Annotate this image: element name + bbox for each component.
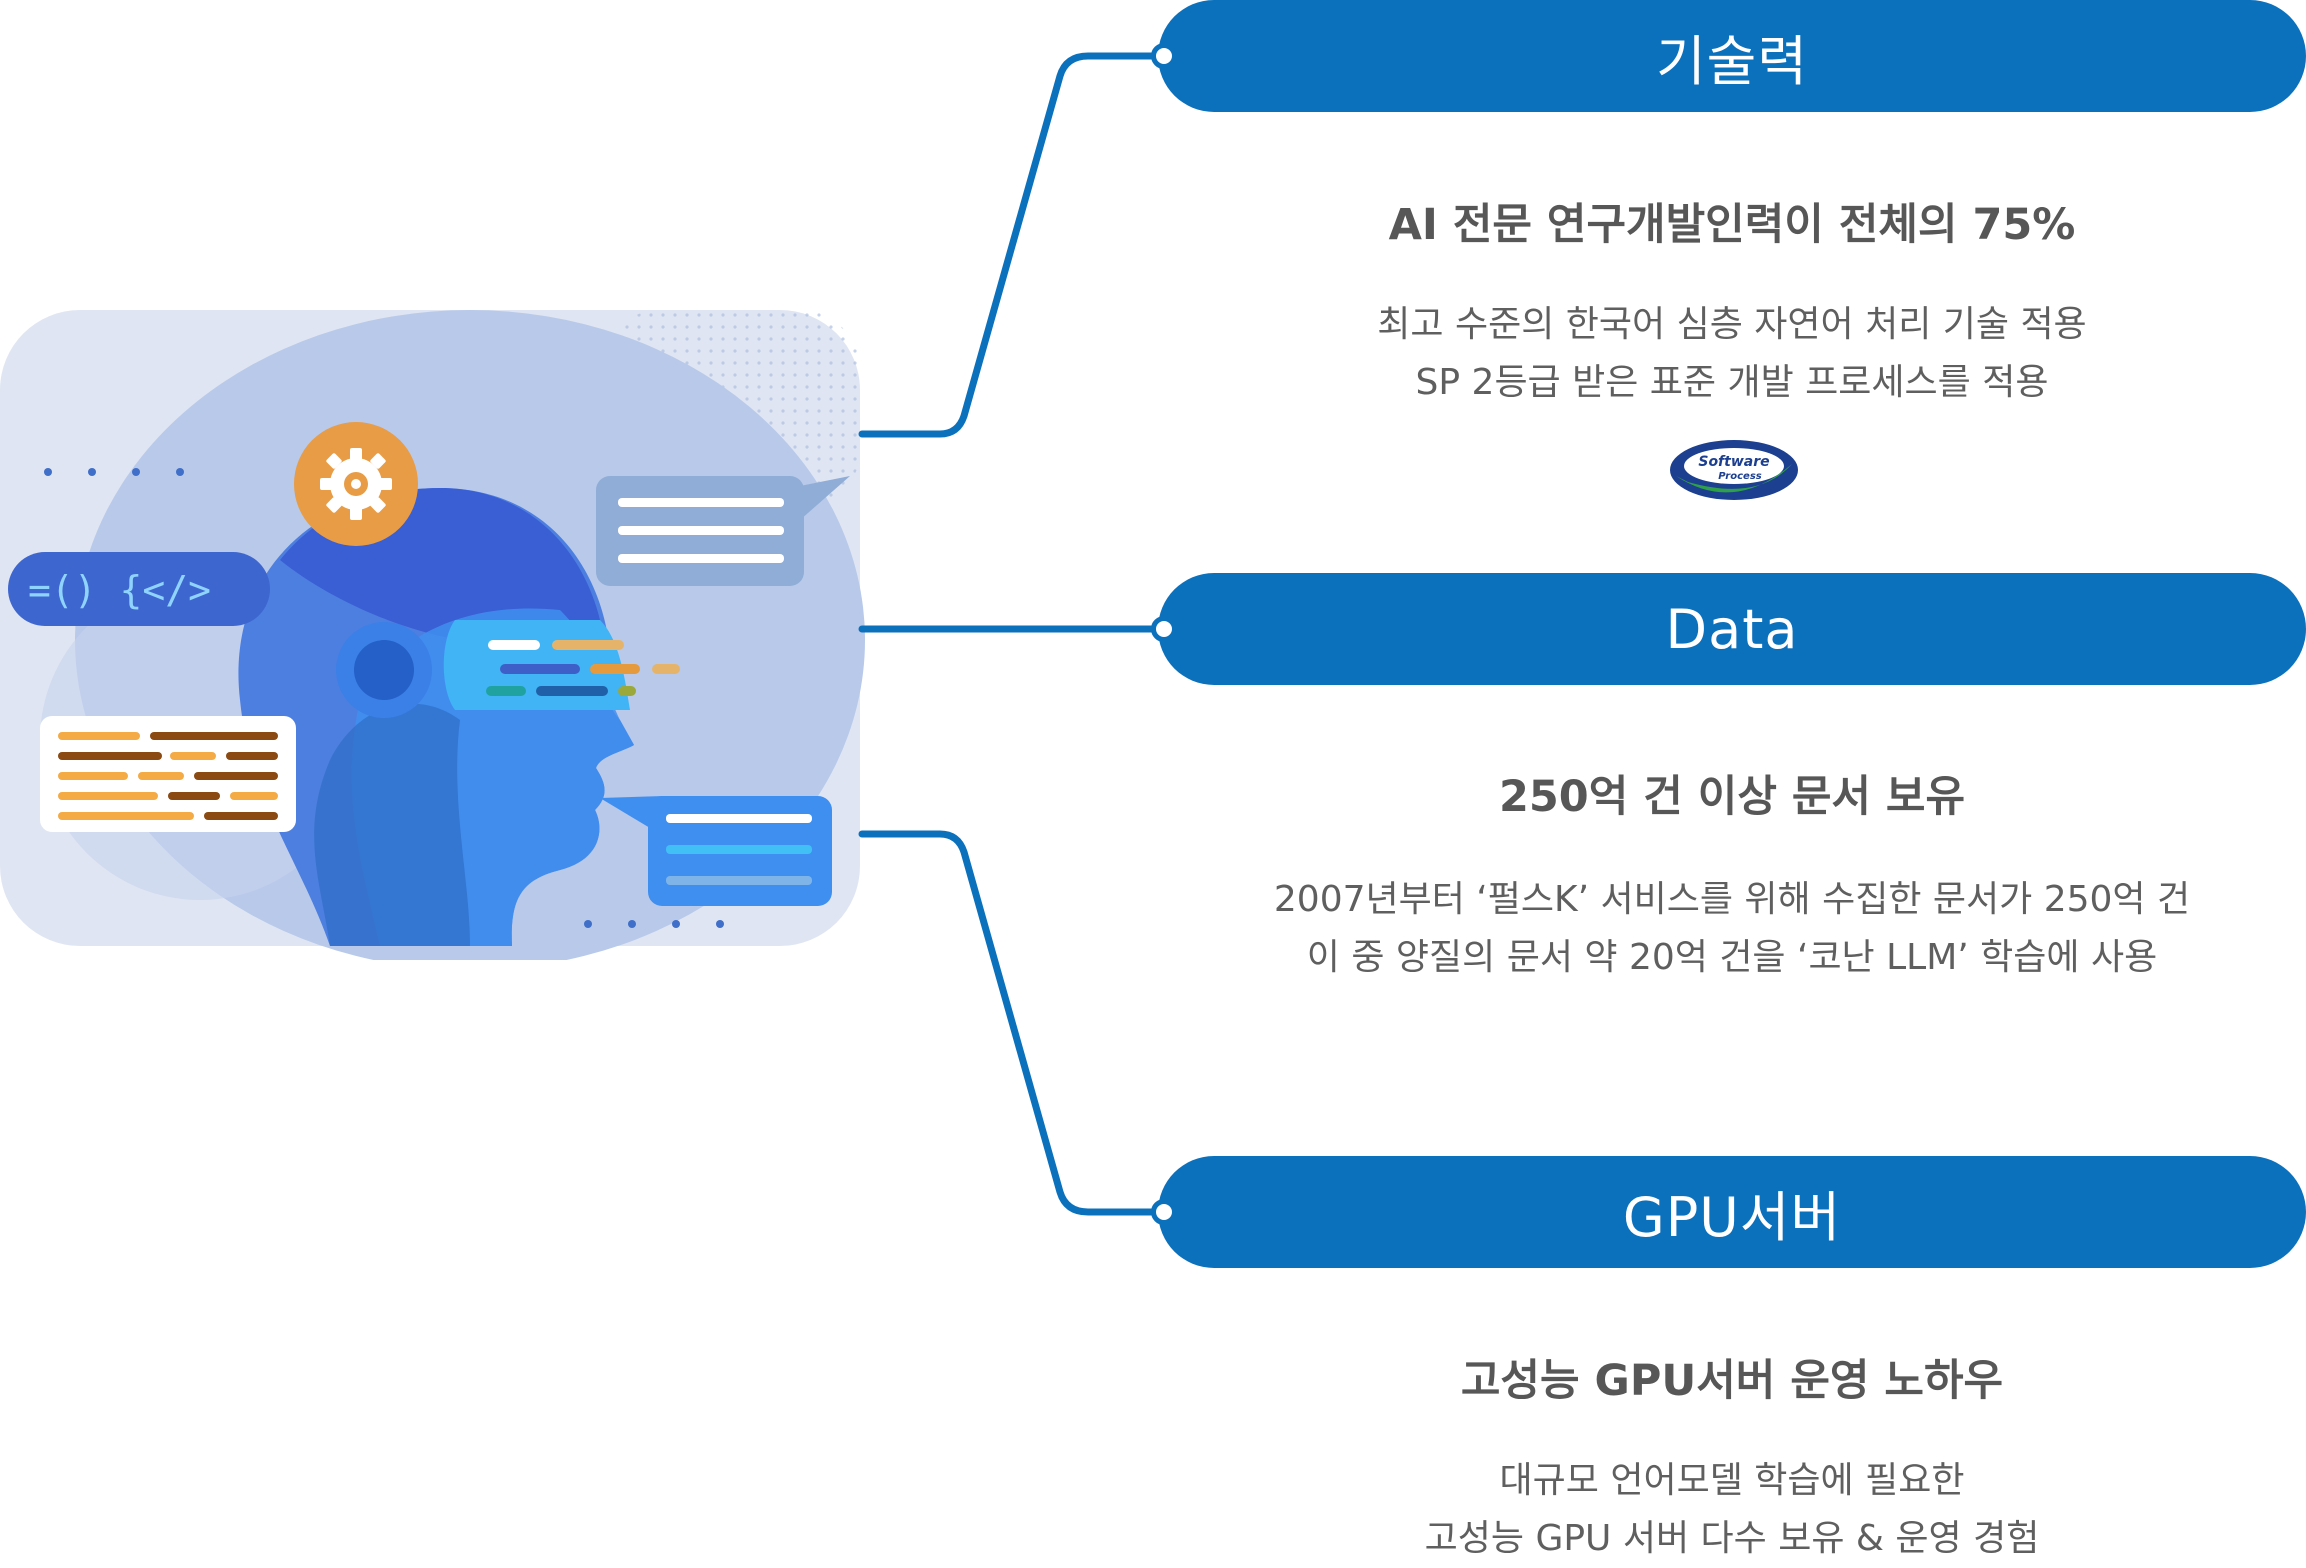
- section-title-pill-1: 기술력: [1158, 0, 2306, 112]
- section-desc-1: 최고 수준의 한국어 심층 자연어 처리 기술 적용 SP 2등급 받은 표준 …: [1158, 296, 2306, 412]
- section-desc-3-line-2: 고성능 GPU 서버 다수 보유 & 운영 경험: [1424, 1518, 2040, 1559]
- gear-icon: [294, 422, 418, 546]
- section-heading-1: AI 전문 연구개발인력이 전체의 75%: [1388, 200, 2076, 250]
- section-title-2: Data: [1665, 597, 1799, 661]
- section-title-pill-3: GPU서버: [1158, 1156, 2306, 1268]
- connector-1: [858, 52, 1168, 438]
- visor-code-lines: [486, 640, 680, 696]
- section-desc-2: 2007년부터 ‘펄스K’ 서비스를 위해 수집한 문서가 250억 건 이 중…: [1158, 871, 2306, 987]
- logo-text-software: Software: [1698, 454, 1769, 470]
- section-title-1: 기술력: [1655, 29, 1809, 93]
- code-badge-text: =() {</>: [28, 568, 211, 612]
- software-process-logo: Software Process: [1670, 440, 1798, 500]
- section-desc-3: 대규모 언어모델 학습에 필요한 고성능 GPU 서버 다수 보유 & 운영 경…: [1158, 1452, 2306, 1568]
- section-heading-3: 고성능 GPU서버 운영 노하우: [1460, 1356, 2004, 1406]
- section-desc-2-line-1: 2007년부터 ‘펄스K’ 서비스를 위해 수집한 문서가 250억 건: [1273, 879, 2191, 920]
- decorative-dots: [44, 468, 724, 928]
- head-silhouette: [238, 488, 680, 946]
- note-card: [40, 716, 296, 832]
- logo-text-process: Process: [1718, 471, 1761, 482]
- section-title-pill-2: Data: [1158, 573, 2306, 685]
- section-heading-2: 250억 건 이상 문서 보유: [1498, 772, 1966, 822]
- section-desc-1-line-2: SP 2등급 받은 표준 개발 프로세스를 적용: [1415, 362, 2049, 403]
- section-title-3: GPU서버: [1622, 1185, 1842, 1249]
- section-desc-1-line-1: 최고 수준의 한국어 심층 자연어 처리 기술 적용: [1377, 304, 2087, 345]
- code-badge: [8, 552, 270, 626]
- ai-head-illustration: =() {</>: [0, 310, 865, 960]
- connector-dot-2: [1151, 616, 1177, 642]
- chat-bubble-top: [596, 476, 850, 586]
- section-desc-3-line-1: 대규모 언어모델 학습에 필요한: [1499, 1460, 1965, 1501]
- connector-dot-1: [1151, 43, 1177, 69]
- connector-3: [858, 830, 1168, 1216]
- connector-dot-3: [1151, 1199, 1177, 1225]
- section-desc-2-line-2: 이 중 양질의 문서 약 20억 건을 ‘코난 LLM’ 학습에 사용: [1306, 937, 2158, 978]
- chat-bubble-bottom: [600, 796, 832, 906]
